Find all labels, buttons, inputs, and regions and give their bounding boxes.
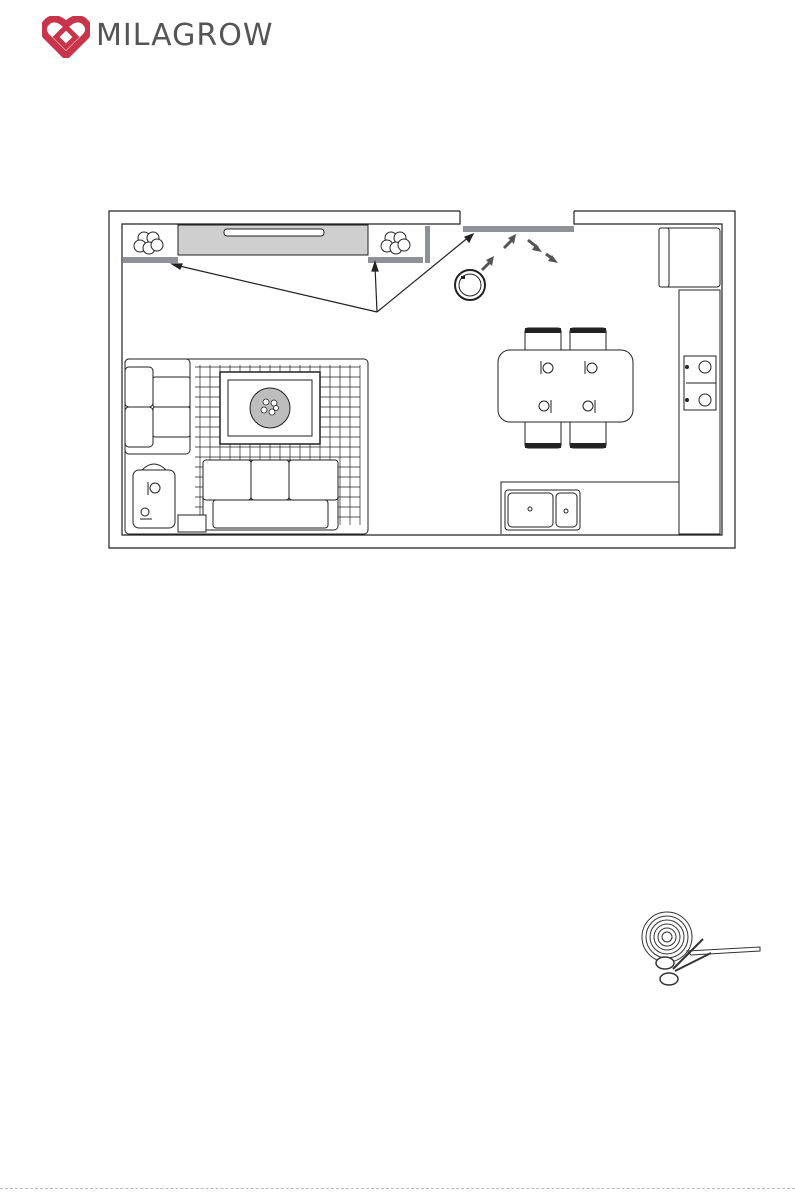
stove-icon bbox=[684, 356, 716, 410]
magnetic-tape-with-scissors-icon bbox=[625, 905, 765, 990]
boundary-strip bbox=[463, 226, 574, 232]
coffee-table bbox=[220, 372, 320, 444]
boundary-strip bbox=[425, 226, 430, 263]
robot-vacuum-icon bbox=[455, 270, 485, 300]
side-table bbox=[133, 464, 175, 528]
page-edge-dashed-line bbox=[0, 1188, 795, 1189]
tv-screen bbox=[224, 229, 324, 236]
floor-plan bbox=[0, 0, 795, 600]
sofa bbox=[125, 359, 190, 454]
plant-icon bbox=[134, 232, 163, 254]
armchair bbox=[659, 228, 720, 287]
movement-arrows-icon bbox=[482, 234, 558, 270]
sofa bbox=[203, 460, 338, 530]
sink bbox=[505, 490, 580, 530]
plant-icon bbox=[381, 232, 410, 254]
boundary-strip bbox=[123, 257, 178, 263]
footstool bbox=[178, 515, 206, 532]
boundary-strip bbox=[368, 257, 423, 263]
dining-table bbox=[498, 328, 633, 448]
